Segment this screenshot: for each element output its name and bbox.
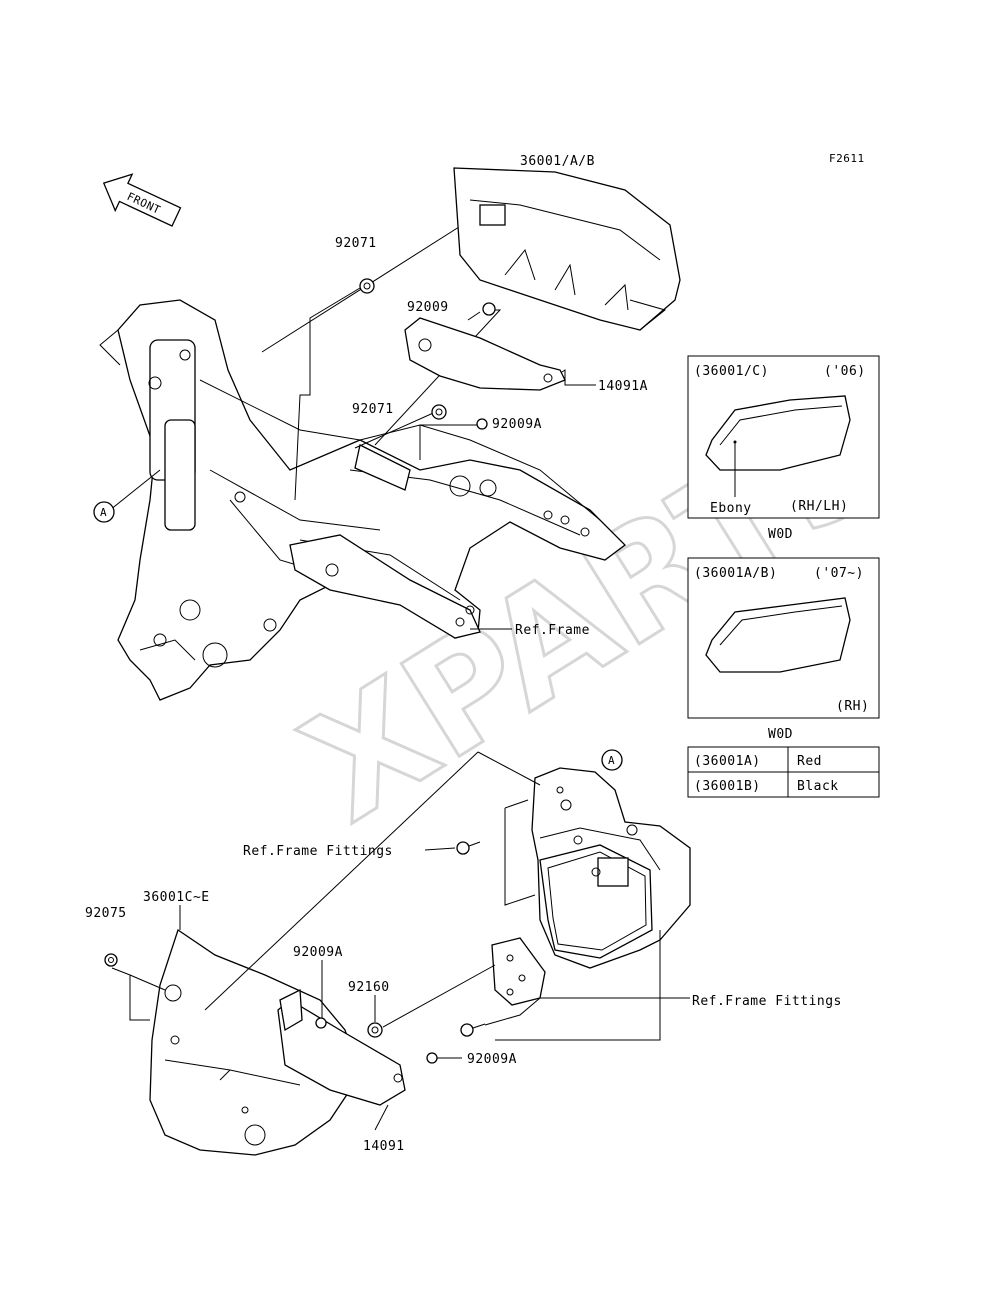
side-cover-lower bbox=[149, 928, 361, 1156]
color-table-color-1: Red bbox=[797, 754, 822, 769]
bracket-14091 bbox=[277, 988, 406, 1106]
callout-92009A-lower-2: 92009A bbox=[467, 1052, 517, 1067]
callout-14091: 14091 bbox=[363, 1139, 405, 1154]
color-table-color-2: Black bbox=[797, 779, 839, 794]
fitting-bolt-upper bbox=[456, 841, 481, 855]
callout-92071-mid: 92071 bbox=[352, 402, 394, 417]
callout-92160: 92160 bbox=[348, 980, 390, 995]
callout-ref-frame-fittings-1: Ref.Frame Fittings bbox=[243, 844, 393, 859]
callout-14091A: 14091A bbox=[598, 379, 648, 394]
collar-92071-upper bbox=[359, 278, 375, 294]
callout-92071-upper: 92071 bbox=[335, 236, 377, 251]
inset-1-caption: W0D bbox=[768, 527, 793, 542]
callout-ref-frame: Ref.Frame bbox=[515, 623, 590, 638]
inset-2-caption: W0D bbox=[768, 727, 793, 742]
inset-1-code: (36001/C) bbox=[694, 364, 769, 379]
inset-2-year: ('07~) bbox=[814, 566, 864, 581]
callout-36001C-E: 36001C~E bbox=[143, 890, 210, 905]
bracket-14091A bbox=[404, 317, 566, 391]
callout-92075: 92075 bbox=[85, 906, 127, 921]
ref-circle-A-lower: A bbox=[601, 749, 623, 771]
color-table-code-1: (36001A) bbox=[694, 754, 761, 769]
callout-ref-frame-fittings-2: Ref.Frame Fittings bbox=[692, 994, 842, 1009]
inset-2-side: (RH) bbox=[836, 699, 869, 714]
fitting-plate bbox=[491, 937, 546, 1006]
inset-box-2: (36001A/B) ('07~) (RH) W0D bbox=[687, 557, 880, 742]
color-table: (36001A) Red (36001B) Black bbox=[687, 746, 880, 798]
callout-92009A-mid: 92009A bbox=[492, 417, 542, 432]
battery-housing bbox=[531, 767, 691, 969]
svg-text:A: A bbox=[608, 754, 615, 767]
callout-36001-A-B: 36001/A/B bbox=[520, 154, 595, 169]
fitting-bolt-lower bbox=[460, 1023, 486, 1037]
svg-text:A: A bbox=[100, 506, 107, 519]
leader-lines-lower bbox=[111, 751, 690, 1131]
inset-1-color: Ebony bbox=[710, 501, 752, 516]
frame-drawing bbox=[99, 299, 626, 701]
diagram-code: F2611 bbox=[829, 152, 865, 165]
inset-box-1: (36001/C) ('06) Ebony (RH/LH) W0D bbox=[687, 355, 880, 542]
collar-92071-mid bbox=[431, 404, 447, 420]
front-arrow-icon: FRONT bbox=[102, 173, 182, 227]
inset-1-year: ('06) bbox=[824, 364, 866, 379]
nut-92075 bbox=[104, 953, 118, 967]
ref-circle-A-upper: A bbox=[93, 501, 115, 523]
side-cover-upper bbox=[453, 167, 681, 331]
callout-92009: 92009 bbox=[407, 300, 449, 315]
color-table-code-2: (36001B) bbox=[694, 779, 761, 794]
inset-2-code: (36001A/B) bbox=[694, 566, 777, 581]
inset-1-side: (RH/LH) bbox=[790, 499, 848, 514]
bolt-92009A-mid bbox=[476, 418, 488, 430]
collar-92160 bbox=[367, 1022, 383, 1038]
bolt-92009 bbox=[467, 302, 496, 321]
bolt-92009A-lower-1 bbox=[315, 1017, 327, 1029]
bolt-92009A-lower-2 bbox=[426, 1052, 438, 1064]
callout-92009A-lower-1: 92009A bbox=[293, 945, 343, 960]
